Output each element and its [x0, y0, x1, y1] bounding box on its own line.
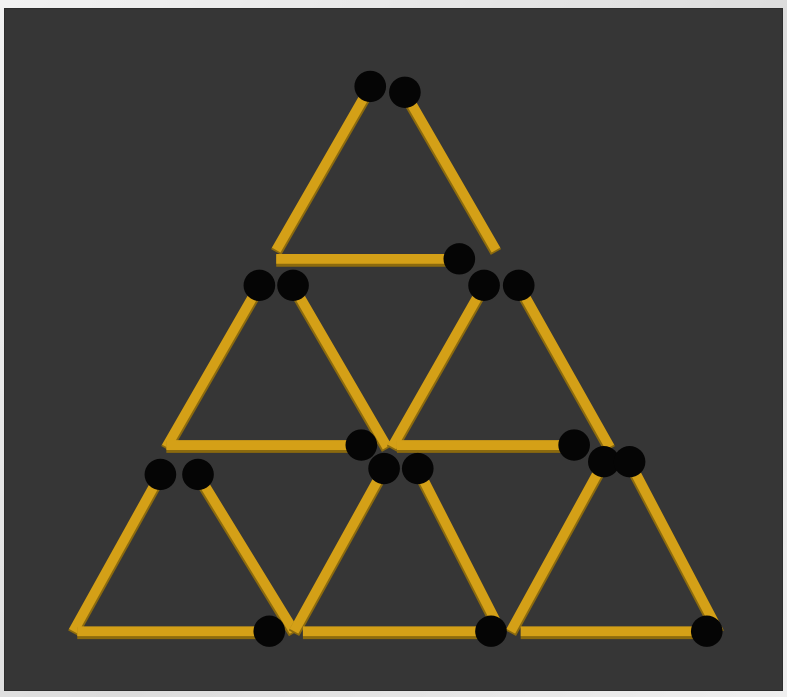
- matchstick-5[interactable]: [293, 285, 387, 447]
- match-head-9: [558, 429, 590, 460]
- matchstick-4[interactable]: [166, 285, 259, 447]
- matchstick-13[interactable]: [418, 469, 501, 632]
- match-head-15: [614, 446, 646, 477]
- match-head-13: [402, 453, 434, 484]
- matchstick-14[interactable]: [511, 462, 604, 632]
- matchstick-puzzle-panel: [4, 8, 783, 691]
- match-head-11: [182, 459, 214, 490]
- matchsticks-layer: [73, 86, 718, 633]
- matchstick-triangle-puzzle: [4, 8, 783, 691]
- matchstick-1[interactable]: [276, 86, 370, 250]
- match-heads-layer: [145, 71, 723, 647]
- matchstick-11[interactable]: [198, 474, 294, 631]
- match-head-3: [443, 243, 475, 274]
- match-head-10: [145, 459, 177, 490]
- match-head-4: [244, 270, 276, 301]
- matchstick-15[interactable]: [630, 462, 719, 632]
- matchstick-7[interactable]: [519, 285, 610, 447]
- matchstick-12[interactable]: [294, 469, 384, 632]
- match-head-17: [475, 616, 507, 647]
- matchstick-6[interactable]: [392, 285, 484, 447]
- match-head-16: [253, 616, 285, 647]
- match-head-1: [354, 71, 386, 102]
- match-head-5: [277, 270, 309, 301]
- match-head-2: [389, 77, 421, 108]
- match-head-7: [503, 270, 535, 301]
- matchstick-10[interactable]: [73, 474, 160, 631]
- match-head-12: [368, 453, 400, 484]
- match-head-18: [691, 616, 723, 647]
- match-head-8: [345, 429, 377, 460]
- match-head-6: [468, 270, 500, 301]
- matchstick-2[interactable]: [405, 92, 496, 250]
